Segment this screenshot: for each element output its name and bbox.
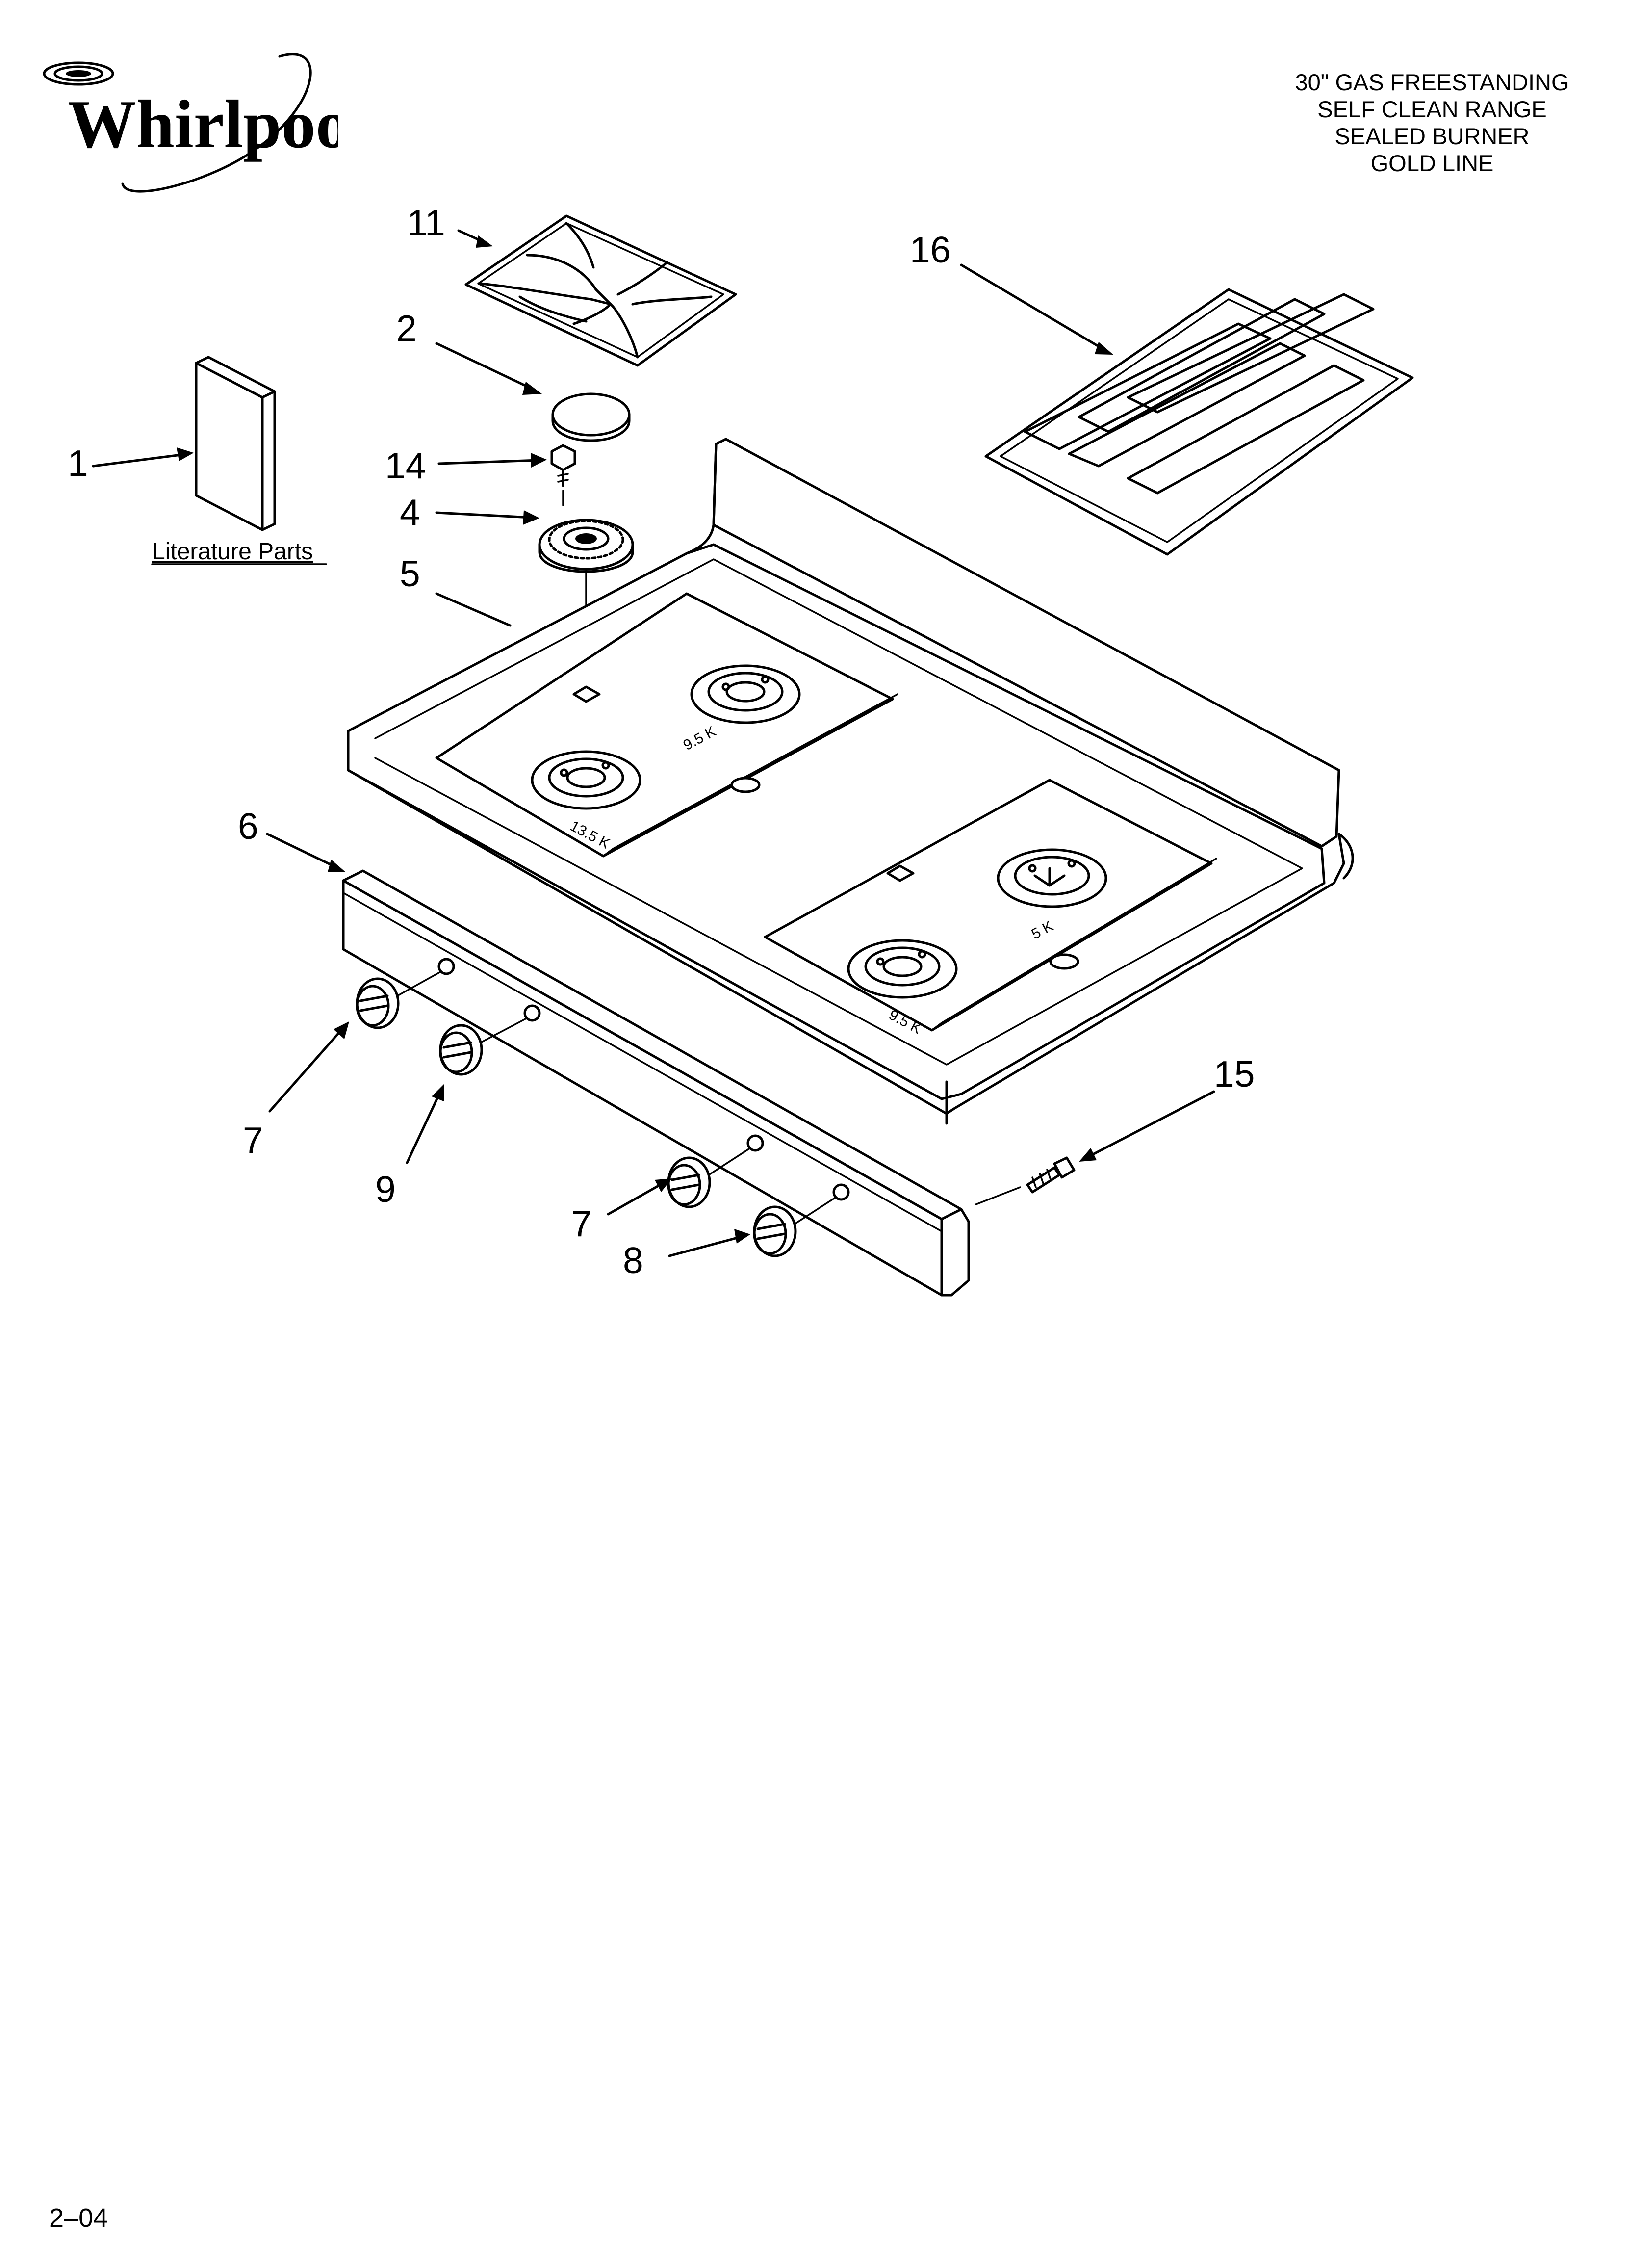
- exploded-parts-diagram: 1 Literature Parts 11 2 14: [68, 202, 1414, 1297]
- logo-swirl-icon: [43, 53, 312, 193]
- part-screw: [437, 444, 576, 506]
- callout-8: 8: [623, 1240, 643, 1281]
- whirlpool-logo: Whirlpool: [43, 53, 338, 193]
- callout-2: 2: [396, 308, 417, 349]
- burner-right-front: [847, 939, 958, 999]
- burner-left-rear: [690, 664, 801, 724]
- title-line-2: SELF CLEAN RANGE: [1317, 96, 1547, 122]
- model-title-block: 30" GAS FREESTANDING SELF CLEAN RANGE SE…: [1216, 69, 1642, 177]
- callout-5: 5: [400, 553, 420, 594]
- part-burner-cap: [435, 342, 631, 442]
- literature-parts-label: Literature Parts: [152, 539, 313, 565]
- title-line-4: GOLD LINE: [1370, 150, 1494, 176]
- knob-9: [439, 1017, 528, 1076]
- callout-7-right: 7: [571, 1203, 592, 1244]
- title-line-1: 30" GAS FREESTANDING: [1295, 69, 1569, 95]
- burner-right-rear: [997, 848, 1107, 908]
- part-control-panel: [266, 833, 970, 1297]
- logo-wordmark: Whirlpool: [68, 86, 338, 162]
- part-cooktop: [347, 438, 1354, 1125]
- callout-6: 6: [238, 806, 258, 847]
- callout-14: 14: [385, 445, 426, 486]
- part-cooktop-grate-pair: [960, 263, 1414, 556]
- callout-16: 16: [910, 229, 950, 270]
- part-burner-base: [435, 510, 634, 781]
- callout-11: 11: [407, 202, 445, 243]
- callout-1: 1: [68, 443, 88, 484]
- callout-9: 9: [375, 1169, 396, 1210]
- page-code: 2–04: [49, 2203, 108, 2233]
- part-side-screw: [975, 1090, 1215, 1205]
- burner-left-front: [531, 750, 641, 810]
- knob-7-left: [356, 970, 442, 1029]
- knob-8: [753, 1196, 837, 1257]
- part-burner-grate: [457, 214, 737, 367]
- callout-4: 4: [400, 492, 420, 533]
- title-line-3: SEALED BURNER: [1334, 123, 1530, 149]
- callout-15: 15: [1214, 1053, 1255, 1095]
- part-literature: [92, 356, 276, 531]
- callout-7-left: 7: [243, 1120, 263, 1161]
